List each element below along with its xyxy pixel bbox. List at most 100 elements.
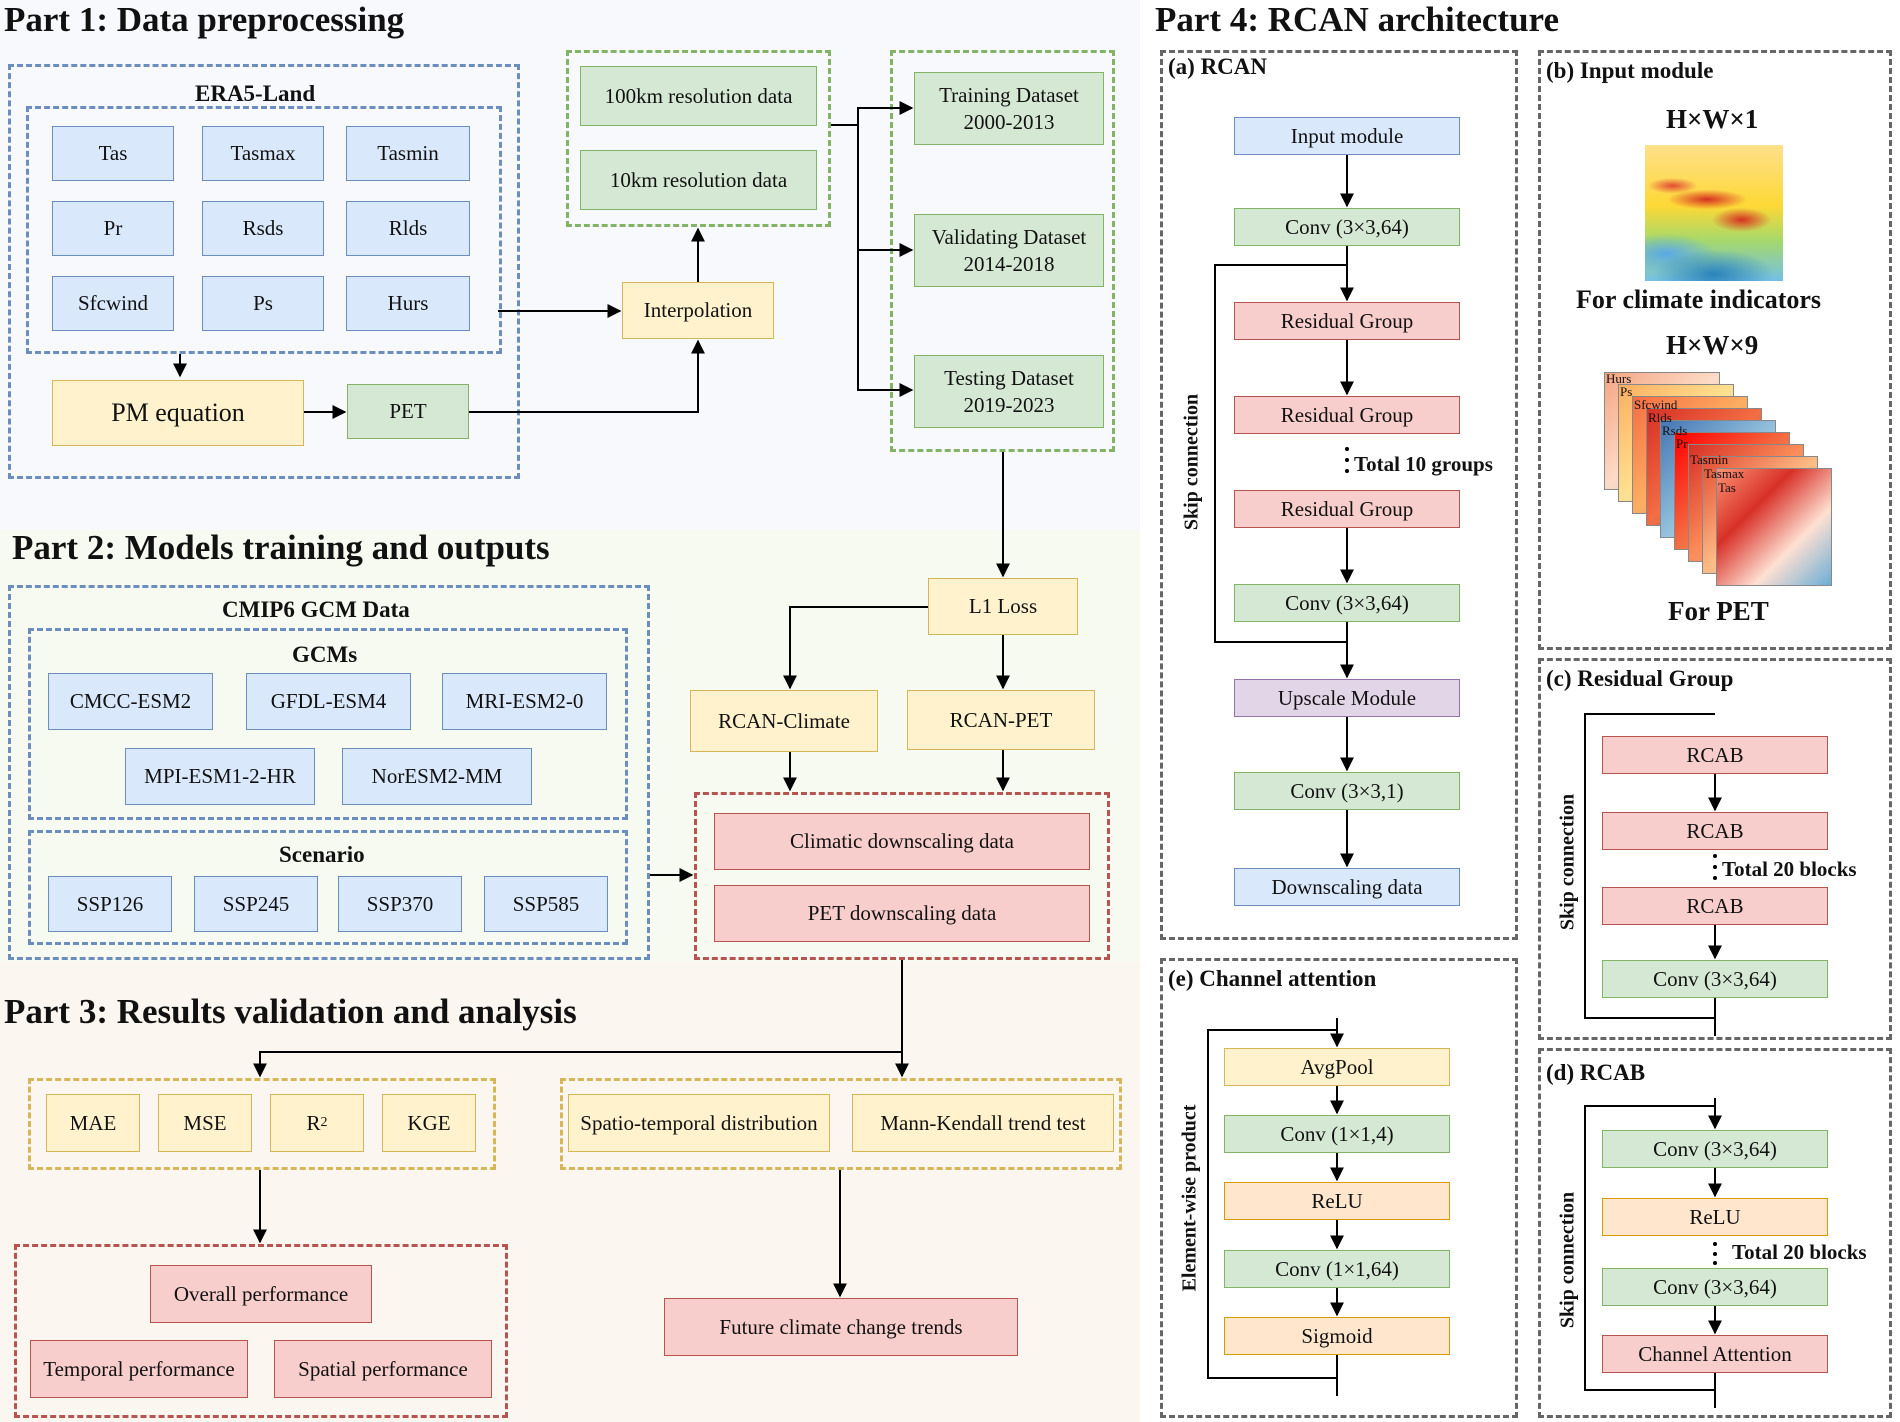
climate-map-image	[1645, 145, 1783, 281]
rcan-panel-title: (a) RCAN	[1168, 54, 1268, 79]
rg-conv: Conv (3×3,64)	[1602, 960, 1828, 998]
part2-title: Part 2: Models training and outputs	[12, 528, 550, 567]
climatic-downscaling-box: Climatic downscaling data	[714, 813, 1090, 870]
rg-rcab-1: RCAB	[1602, 736, 1828, 774]
var-sfcwind: Sfcwind	[52, 276, 174, 331]
validating-label: Validating Dataset	[931, 225, 1087, 250]
gcm-mri: MRI-ESM2-0	[442, 673, 607, 730]
metric-kge: KGE	[382, 1094, 476, 1152]
stack-label-tas: Tas	[1718, 480, 1736, 495]
gcms-title: GCMs	[292, 642, 358, 667]
input-module-title: (b) Input module	[1546, 58, 1714, 83]
stack-label-tasmax: Tasmax	[1704, 466, 1745, 481]
rcan-pet-box: RCAN-PET	[907, 690, 1095, 750]
rcan-panel	[1160, 50, 1518, 940]
cmip6-container	[8, 585, 650, 960]
stack-label-tasmin: Tasmin	[1690, 452, 1729, 467]
var-hurs: Hurs	[346, 276, 470, 331]
var-tasmax: Tasmax	[202, 126, 324, 181]
dims-single: H×W×1	[1666, 104, 1759, 134]
metric-mse: MSE	[158, 1094, 252, 1152]
gcm-noresm: NorESM2-MM	[342, 748, 532, 805]
rcan-output: Downscaling data	[1234, 868, 1460, 906]
ca-conv-2: Conv (1×1,64)	[1224, 1250, 1450, 1288]
var-rsds: Rsds	[202, 201, 324, 256]
l1-loss-box: L1 Loss	[928, 578, 1078, 635]
channel-attention-title: (e) Channel attention	[1168, 966, 1377, 991]
cmip6-title: CMIP6 GCM Data	[222, 597, 410, 622]
rcan-input-module: Input module	[1234, 117, 1460, 155]
ca-relu: ReLU	[1224, 1182, 1450, 1220]
gcm-mpi: MPI-ESM1-2-HR	[125, 748, 315, 805]
temporal-performance-box: Temporal performance	[30, 1340, 248, 1398]
stack-tas	[1716, 468, 1832, 586]
rcan-conv-first: Conv (3×3,64)	[1234, 208, 1460, 246]
rcab-relu: ReLU	[1602, 1198, 1828, 1236]
rg-rcab-2: RCAB	[1602, 812, 1828, 850]
res10-box: 10km resolution data	[580, 150, 817, 210]
ca-avgpool: AvgPool	[1224, 1048, 1450, 1086]
rcan-conv-second: Conv (3×3,64)	[1234, 584, 1460, 622]
rcan-residual-group-2: Residual Group	[1234, 396, 1460, 434]
rcan-total-groups: Total 10 groups	[1354, 452, 1493, 476]
rcab-conv-1: Conv (3×3,64)	[1602, 1130, 1828, 1168]
scenario-ssp585: SSP585	[484, 876, 608, 932]
ca-sigmoid: Sigmoid	[1224, 1317, 1450, 1355]
part4-title: Part 4: RCAN architecture	[1155, 0, 1559, 39]
stack-label-pr: Pr	[1676, 436, 1688, 451]
scenario-ssp370: SSP370	[338, 876, 462, 932]
metric-mae: MAE	[46, 1094, 140, 1152]
pet-downscaling-box: PET downscaling data	[714, 885, 1090, 942]
rcan-conv-third: Conv (3×3,1)	[1234, 772, 1460, 810]
stack-label-sfcwind: Sfcwind	[1634, 397, 1678, 412]
part3-title: Part 3: Results validation and analysis	[4, 992, 577, 1031]
for-climate-label: For climate indicators	[1576, 285, 1822, 314]
rcab-panel	[1538, 1048, 1892, 1418]
rcab-conv-2: Conv (3×3,64)	[1602, 1268, 1828, 1306]
spatial-performance-box: Spatial performance	[274, 1340, 492, 1398]
era5-variables-container	[26, 106, 502, 354]
rcan-upscale-module: Upscale Module	[1234, 679, 1460, 717]
residual-group-panel	[1538, 658, 1892, 1040]
future-trends-box: Future climate change trends	[664, 1298, 1018, 1356]
rcan-climate-box: RCAN-Climate	[690, 690, 878, 752]
era5-container	[8, 64, 520, 479]
analysis-container	[560, 1078, 1122, 1170]
rg-total-blocks: Total 20 blocks	[1722, 857, 1857, 881]
metric-r2-letter: R	[306, 1110, 321, 1135]
scenario-container	[28, 830, 628, 945]
rcab-channel-attention: Channel Attention	[1602, 1335, 1828, 1373]
stack-label-ps: Ps	[1620, 384, 1633, 399]
residual-group-title: (c) Residual Group	[1546, 666, 1734, 691]
testing-label: Testing Dataset	[944, 366, 1074, 391]
metric-r2-exponent: 2	[320, 1115, 328, 1131]
era5-title: ERA5-Land	[195, 81, 316, 106]
downscaling-output-container	[694, 792, 1110, 960]
metrics-container	[28, 1078, 496, 1170]
scenario-title: Scenario	[279, 842, 365, 867]
stack-label-rsds: Rsds	[1662, 423, 1688, 438]
testing-years: 2019-2023	[963, 392, 1055, 417]
input-module-panel	[1538, 50, 1892, 650]
part1-title: Part 1: Data preprocessing	[4, 0, 405, 39]
for-pet-label: For PET	[1668, 596, 1769, 626]
channel-attention-panel	[1160, 958, 1518, 1418]
resolution-container	[566, 50, 831, 227]
var-pr: Pr	[52, 201, 174, 256]
stack-label-hurs: Hurs	[1606, 371, 1632, 386]
var-tasmin: Tasmin	[346, 126, 470, 181]
gcm-cmcc: CMCC-ESM2	[48, 673, 213, 730]
interpolation-box: Interpolation	[622, 282, 774, 339]
training-label: Training Dataset	[939, 83, 1079, 108]
ca-conv-1: Conv (1×1,4)	[1224, 1115, 1450, 1153]
mann-kendall-box: Mann-Kendall trend test	[852, 1094, 1114, 1152]
res100-box: 100km resolution data	[580, 66, 817, 126]
gcm-gfdl: GFDL-ESM4	[246, 673, 411, 730]
var-ps: Ps	[202, 276, 324, 331]
